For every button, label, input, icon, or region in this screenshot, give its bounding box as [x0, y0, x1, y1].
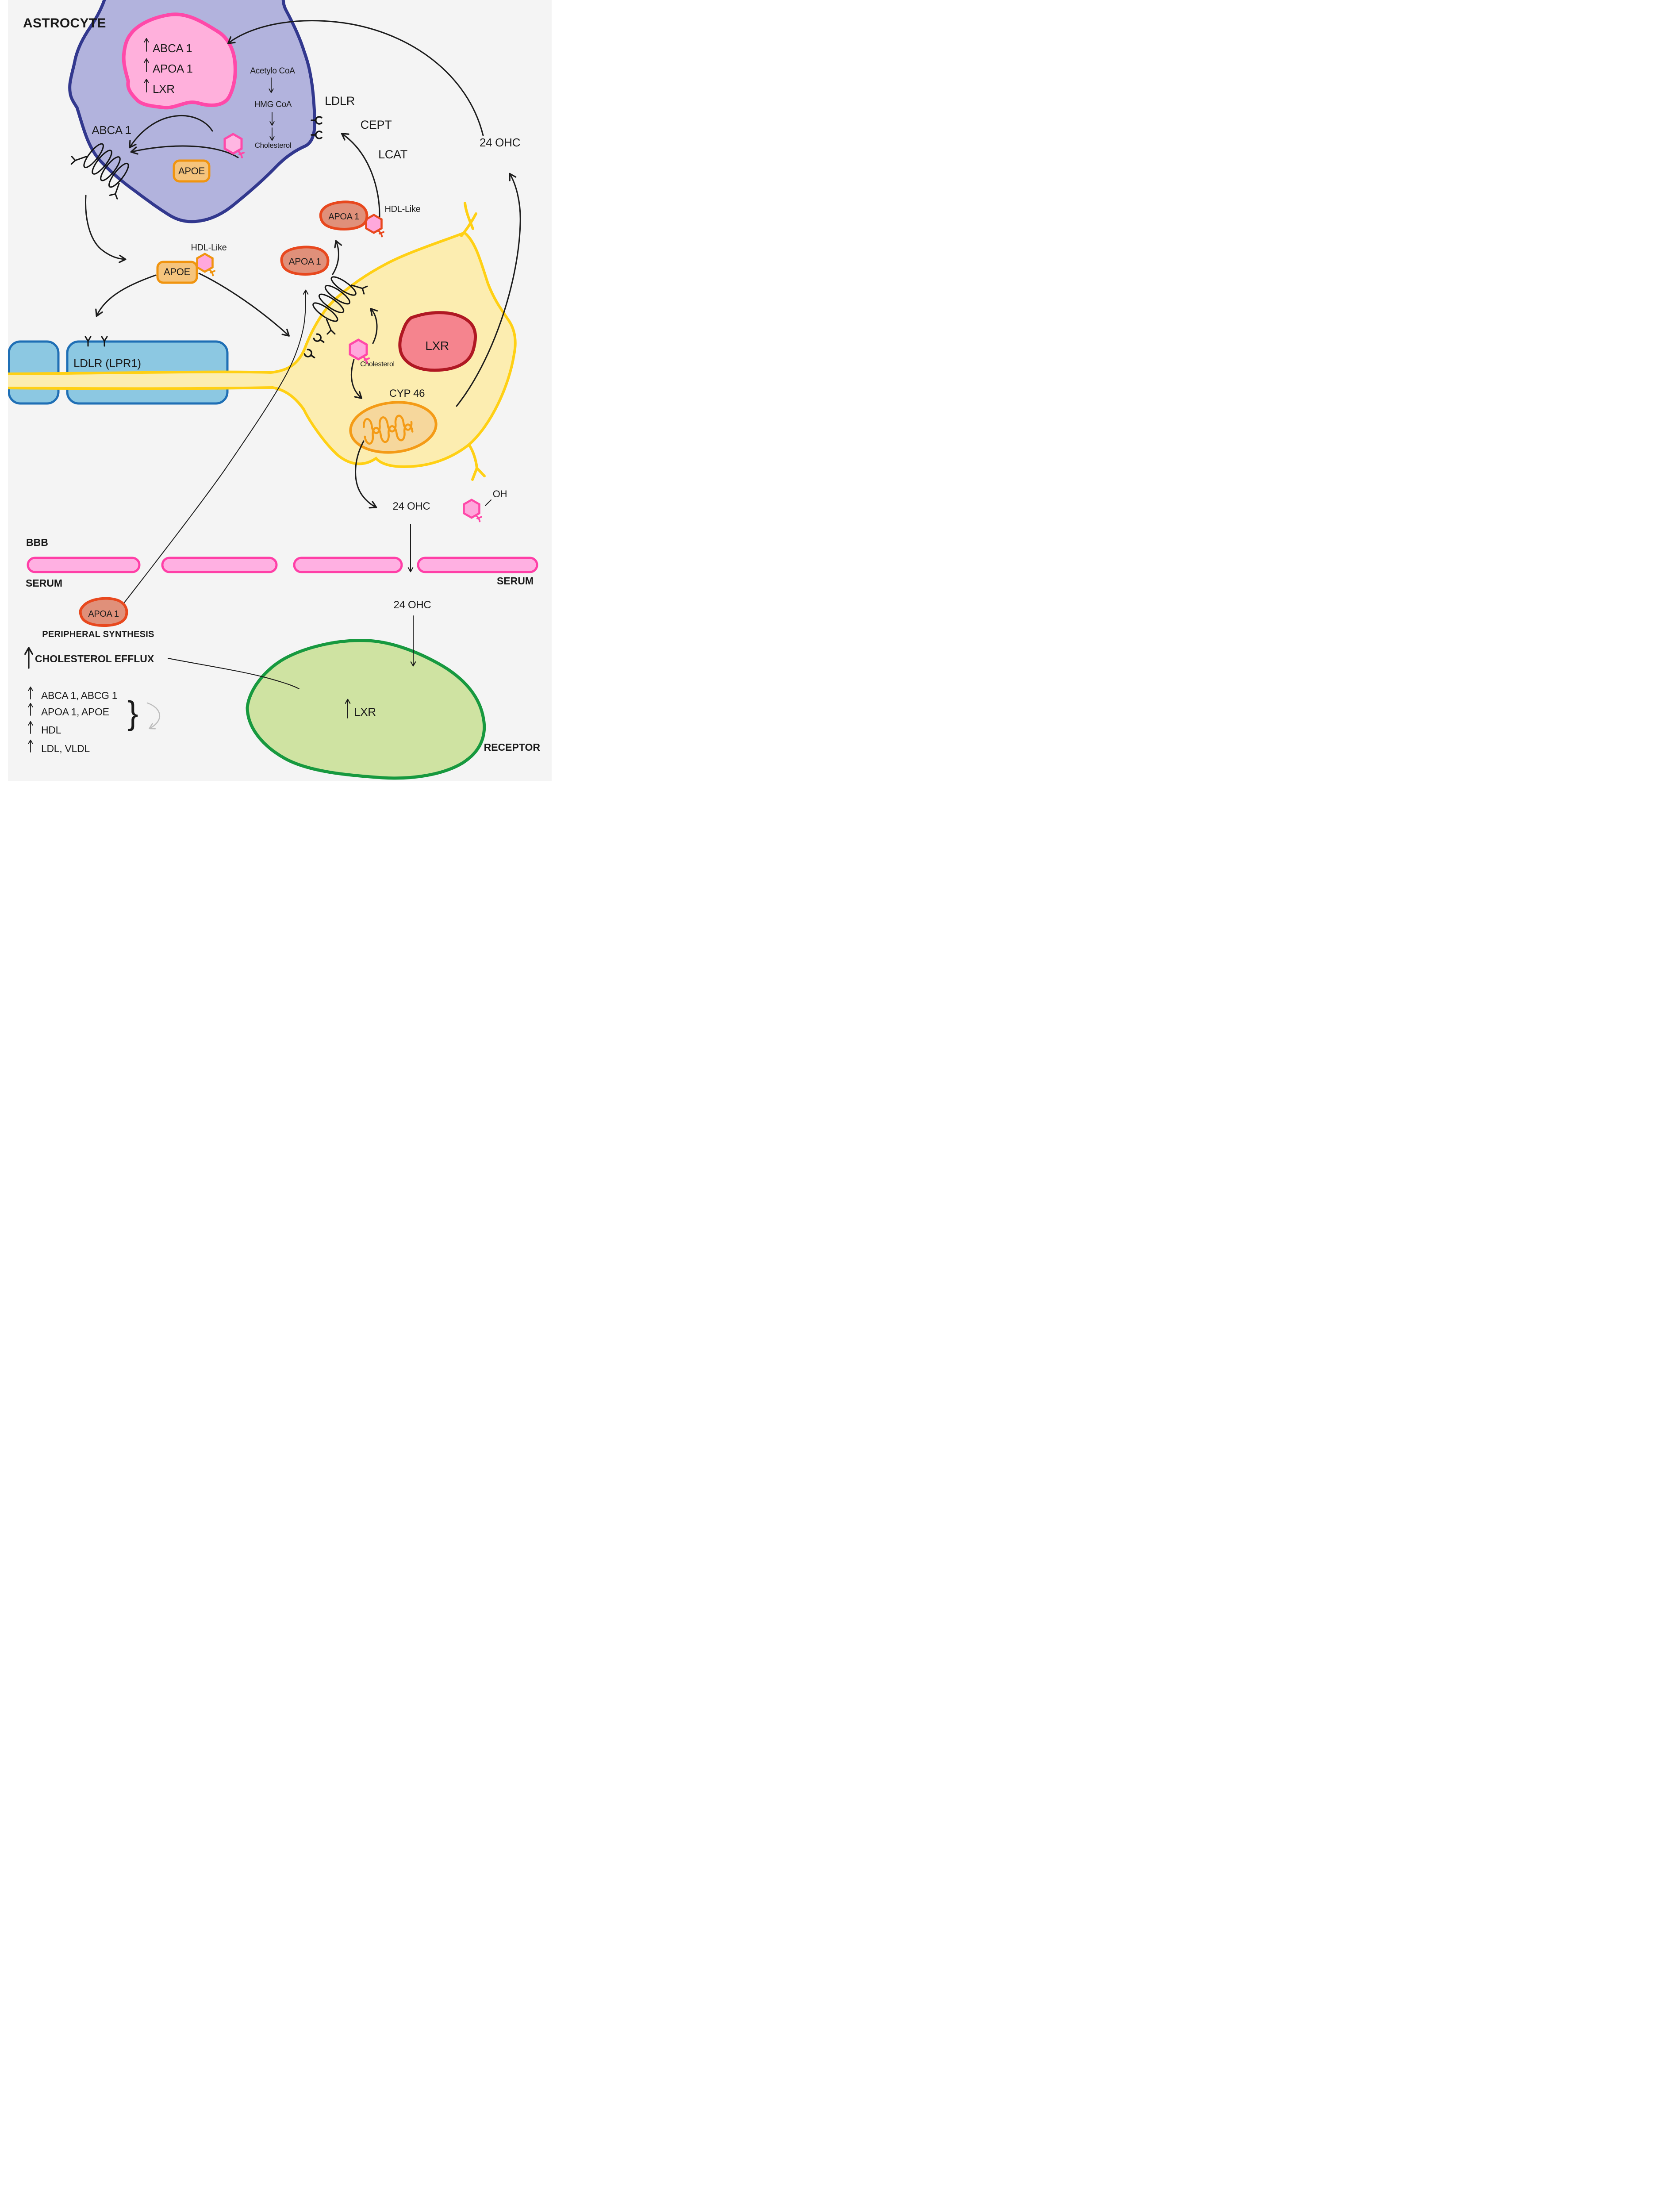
bbb-bar-4 — [417, 557, 538, 573]
lcat-label: LCAT — [378, 148, 407, 161]
pathway-diagram: ASTROCYTE ABCA 1 APOA 1 LXR Acetylo CoA … — [0, 0, 558, 790]
ohc-below-label: 24 OHC — [393, 500, 430, 512]
efflux-item-4: LDL, VLDL — [41, 743, 90, 754]
line-efflux-to-receptor-cell — [168, 658, 299, 689]
apoe-badge-astrocyte — [173, 159, 211, 183]
bbb-bar-2 — [161, 557, 278, 573]
mitochondria-cristae-bottom — [364, 423, 414, 445]
ohc-serum-label: 24 OHC — [394, 599, 431, 611]
page-margin-right — [552, 0, 558, 790]
nucleus-item-lxr: LXR — [153, 82, 175, 96]
page-margin-left — [0, 0, 8, 790]
bbb-barrier — [27, 557, 538, 573]
apoa1-blob-mid — [280, 246, 330, 276]
pathway-acetylo-coa: Acetylo CoA — [250, 66, 295, 76]
neuron-cholesterol-label: Cholesterol — [360, 361, 395, 368]
efflux-item-2: APOA 1, APOE — [41, 706, 109, 718]
bbb-bar-3 — [293, 557, 403, 573]
apoe-badge-hdl — [156, 261, 198, 284]
capsule-label: LDLR (LPR1) — [73, 357, 141, 370]
apoe-astrocyte-label: APOE — [178, 165, 205, 177]
peripheral-synthesis-label: PERIPHERAL SYNTHESIS — [42, 630, 154, 639]
receptor-cell-body — [246, 639, 486, 780]
apoa1-blob-upper — [319, 200, 369, 231]
apoa1-blob-peripheral — [79, 597, 128, 627]
arrow-hdl-to-ldlr-capsule — [95, 274, 157, 317]
pathway-hmg-coa: HMG CoA — [254, 100, 292, 109]
neuron-nucleus-lxr — [398, 311, 477, 372]
oh-label: OH — [493, 488, 507, 499]
arrow-apoe-to-abca1 — [130, 145, 239, 158]
apoa1-upper-label: APOA 1 — [328, 212, 359, 222]
arrow-neuron-to-24ohc-top — [456, 173, 521, 407]
efflux-item-3: HDL — [41, 724, 61, 736]
arrow-cholesterol-to-neuron-abca1 — [370, 307, 378, 344]
arrow-peripheral-apoa1-to-brain — [124, 289, 309, 603]
arrow-cholesterol-to-abca1 — [129, 115, 213, 149]
bbb-bar-1 — [27, 557, 141, 573]
mitochondria — [349, 401, 438, 454]
astrocyte-title: ASTROCYTE — [23, 16, 106, 31]
arrow-apoa1-to-hdl-like — [332, 240, 342, 275]
hdl-like-mid-label: HDL-Like — [191, 243, 227, 253]
page-margin-bottom — [0, 781, 558, 790]
arrow-abca1-to-hdl — [85, 195, 127, 263]
hdl-like-upper-label: HDL-Like — [385, 204, 421, 214]
efflux-item-1: ABCA 1, ABCG 1 — [41, 690, 117, 701]
serum-right-label: SERUM — [497, 575, 534, 587]
brace-glyph: } — [127, 695, 138, 731]
pathway-cholesterol: Cholesterol — [255, 141, 292, 150]
apoe-mid-label: APOE — [164, 266, 190, 277]
dendrite-top-1 — [464, 202, 474, 230]
neuron-lxr-label: LXR — [425, 339, 449, 353]
arrow-hdl-to-neuron — [198, 273, 290, 337]
cyp46-label: CYP 46 — [389, 388, 425, 399]
bbb-label: BBB — [26, 537, 48, 548]
apoa1-peripheral-label: APOA 1 — [88, 609, 119, 619]
cept-label: CEPT — [361, 118, 392, 131]
arrow-gray-brace — [146, 702, 161, 730]
receptor-caption: RECEPTOR — [484, 741, 541, 753]
ldlr-label: LDLR — [325, 94, 355, 108]
efflux-title: CHOLESTEROL EFFLUX — [35, 653, 154, 664]
arrow-lcat-cept-to-ldlr — [341, 133, 380, 218]
abca1-label: ABCA 1 — [92, 123, 131, 137]
mitochondria-cristae-top — [363, 415, 413, 434]
dendrite-bottom — [468, 443, 486, 481]
oh-pointer-line — [485, 499, 491, 506]
ohc-top-label: 24 OHC — [480, 136, 520, 149]
green-lxr-label: LXR — [354, 705, 376, 718]
serum-left-label: SERUM — [26, 577, 62, 589]
nucleus-item-apoa1: APOA 1 — [153, 62, 193, 75]
dendrite-top-2 — [460, 212, 477, 237]
nucleus-item-abca1: ABCA 1 — [153, 42, 192, 55]
arrow-cholesterol-to-cyp46 — [350, 359, 363, 399]
arrow-cyp46-to-24ohc — [355, 440, 377, 509]
apoa1-mid-label: APOA 1 — [289, 257, 321, 267]
arrow-24ohc-to-astrocyte — [227, 20, 484, 136]
